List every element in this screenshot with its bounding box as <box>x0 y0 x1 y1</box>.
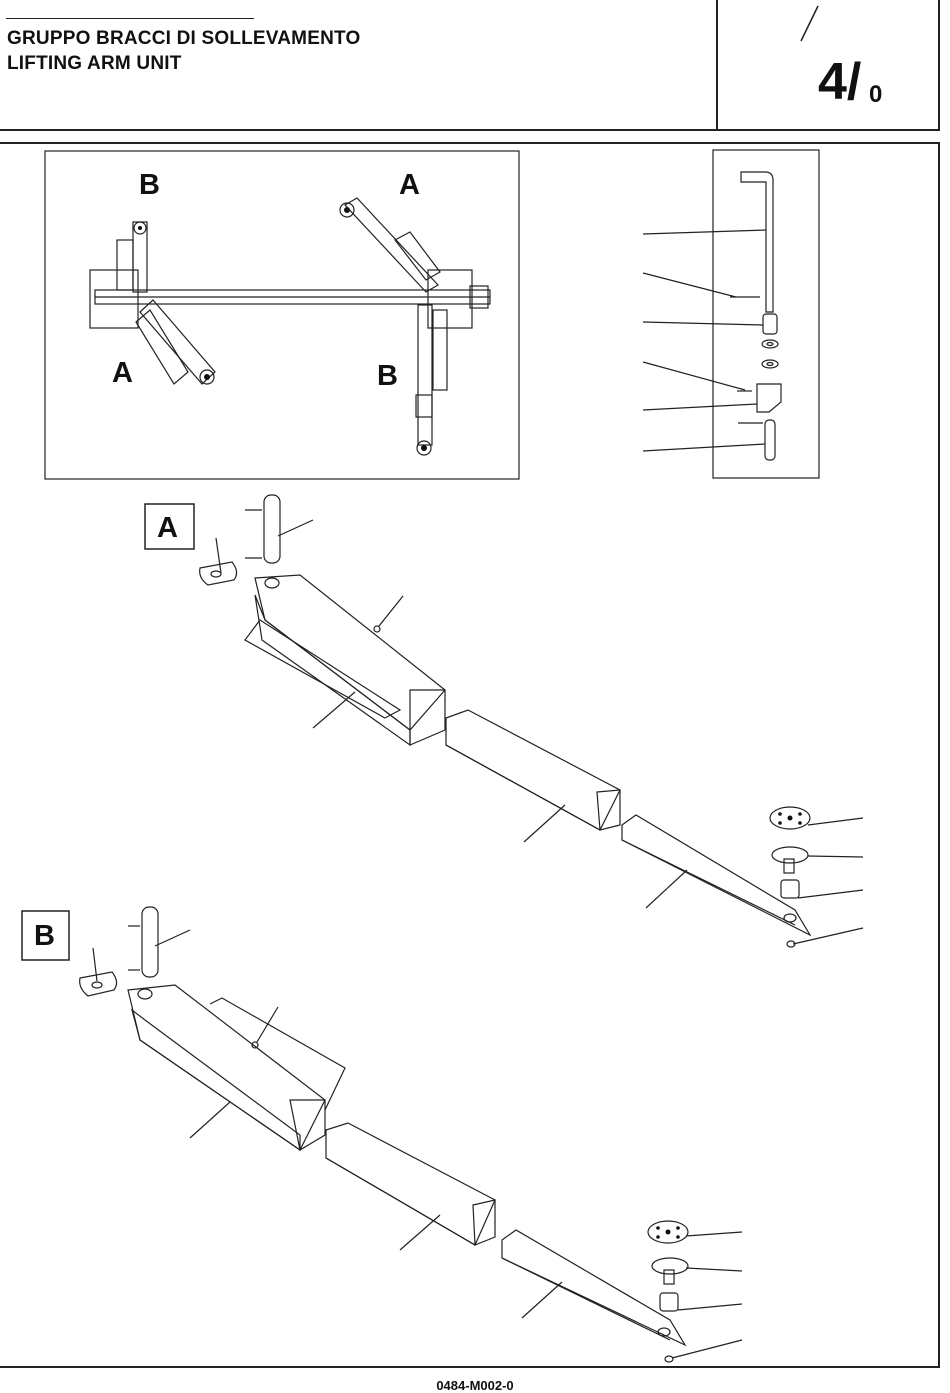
section-b-arm-parts <box>80 907 688 1362</box>
overview-label-bottom-left: A <box>112 357 133 389</box>
section-b-leader-lines <box>93 930 742 1358</box>
section-b-label: B <box>34 920 55 952</box>
section-a-leader-lines <box>216 520 863 944</box>
overview-label-top-left: B <box>139 169 160 201</box>
section-a-arm-parts <box>200 495 810 947</box>
drawing-code: 0484-M002-0 <box>0 1378 950 1393</box>
overview-frame <box>45 151 519 479</box>
pin-detail-parts <box>730 172 781 460</box>
overview-label-top-right: A <box>399 169 420 201</box>
overview-lift-plan <box>90 198 490 455</box>
pad-rubber-details <box>656 812 802 1239</box>
pin-detail-leader-lines <box>643 230 766 451</box>
overview-label-bottom-right: B <box>377 360 398 392</box>
section-a-label: A <box>157 512 178 544</box>
